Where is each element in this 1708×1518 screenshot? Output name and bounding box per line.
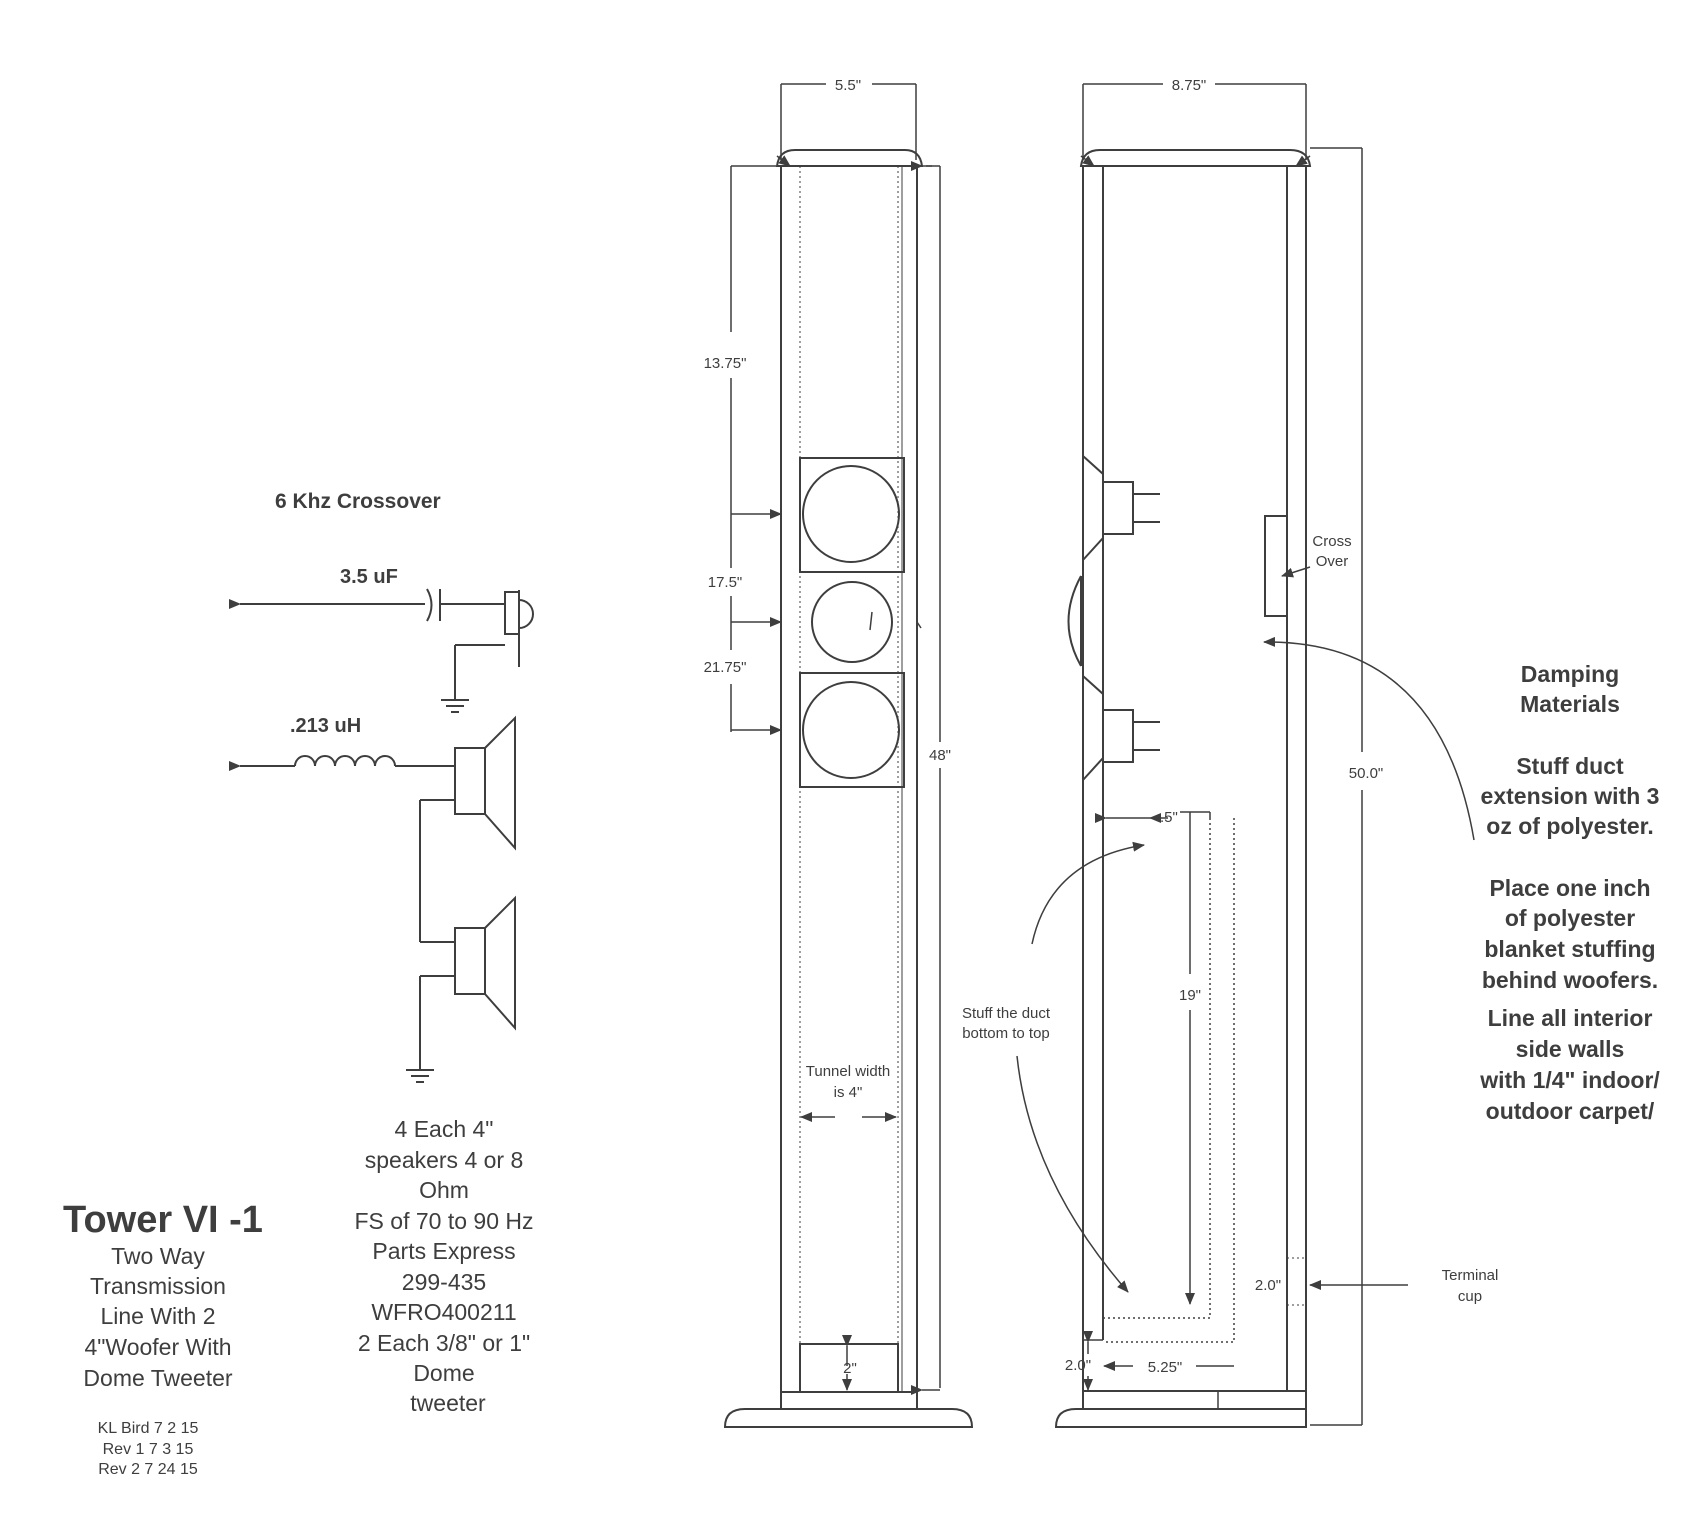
dim-woofer-upper: 13.75" [704,355,747,372]
port-dim: 2" [843,1360,857,1377]
front-plinth [723,1408,974,1428]
front-view: 5.5" 13.75" 17.5" 21.75" 48" [704,77,974,1428]
ground-icon [441,699,469,713]
stuff-duct-note: bottom to top [962,1025,1050,1042]
capacitor-plate-curved [426,588,433,622]
stuff-duct-note: Stuff the duct [962,1005,1051,1022]
damping-title: Materials [1520,691,1620,717]
inductor-label: .213 uH [290,715,361,737]
side-woofer-lower [1082,675,1160,781]
side-height-dim: 50.0" [1349,765,1384,782]
damping-note-line: Place one inch [1489,875,1650,901]
tower-subtitle-line: 4"Woofer With [84,1334,231,1360]
parts-list: 4 Each 4" speakers 4 or 8 Ohm FS of 70 t… [355,1116,534,1416]
ground-icon [406,1069,434,1083]
offset-dim: .5" [1160,809,1178,826]
parts-line: 4 Each 4" [395,1116,494,1142]
damping-note-line: behind woofers. [1482,967,1658,993]
crossover-title: 6 Khz Crossover [275,490,441,513]
damping-note-line: Line all interior [1488,1005,1653,1031]
parts-line: FS of 70 to 90 Hz [355,1208,534,1234]
tower-subtitle-line: Dome Tweeter [83,1365,232,1391]
front-woofer-upper [799,457,905,573]
revision-line: KL Bird 7 2 15 [98,1420,199,1437]
front-woofer-lower [799,672,905,788]
base-dim: 5.25" [1148,1359,1183,1376]
crossover-board [1264,515,1288,617]
crossover-schematic: 6 Khz Crossover 3.5 uF .213 uH [229,490,534,1083]
woofer-speaker-icon [454,715,516,851]
parts-line: WFRO400211 [371,1299,516,1325]
parts-line: Dome [413,1360,474,1386]
damping-note-line: blanket stuffing [1484,936,1655,962]
tower-subtitle-line: Two Way [111,1243,205,1269]
damping-note-line: of polyester [1505,905,1635,931]
parts-line: speakers 4 or 8 [365,1147,524,1173]
damping-note-line: with 1/4" indoor/ [1479,1067,1660,1093]
tower-subtitle-line: Transmission [90,1273,226,1299]
front-tweeter [811,581,893,663]
side-tweeter [1067,575,1082,667]
dim-woofer-lower: 21.75" [704,659,747,676]
damping-note-line: Stuff duct [1516,753,1624,779]
revision-line: Rev 1 7 3 15 [103,1441,194,1458]
inductor-coil [294,755,396,767]
revision-line: Rev 2 7 24 15 [98,1461,198,1478]
damping-note-line: outdoor carpet/ [1486,1098,1655,1124]
parts-line: 2 Each 3/8" or 1" [358,1330,530,1356]
tunnel-width-label: is 4" [834,1084,863,1101]
parts-line: 299-435 [402,1269,486,1295]
bottom-dim: 2.0" [1065,1357,1091,1374]
side-woofer-upper [1082,455,1160,561]
tower-title: Tower VI -1 [63,1199,263,1241]
tower-subtitle-line: Line With 2 [100,1303,215,1329]
parts-line: Ohm [419,1177,469,1203]
damping-title: Damping [1521,661,1619,687]
title-block: Tower VI -1 Two Way Transmission Line Wi… [63,1199,263,1478]
parts-line: Parts Express [372,1238,515,1264]
duct-length-dim: 19" [1179,987,1201,1004]
capacitor-label: 3.5 uF [340,566,398,588]
parts-line: tweeter [410,1390,486,1416]
damping-notes: Damping Materials Stuff duct extension w… [1479,661,1660,1124]
damping-note-line: side walls [1516,1036,1625,1062]
side-width-dim: 8.75" [1172,77,1207,94]
crossover-board-label: Over [1316,553,1349,570]
terminal-cup-label: cup [1458,1288,1482,1305]
dim-tweeter: 17.5" [708,574,743,591]
damping-note-line: oz of polyester. [1486,813,1653,839]
damping-note-line: extension with 3 [1481,783,1660,809]
side-view: 8.75" Cross Over [962,77,1499,1428]
front-width-dim: 5.5" [835,77,861,94]
side-plinth [1054,1408,1307,1428]
terminal-cup-label: Terminal [1442,1267,1499,1284]
woofer-speaker-icon [454,895,516,1031]
crossover-board-label: Cross [1312,533,1351,550]
front-height-dim: 48" [929,747,951,764]
tunnel-width-label: Tunnel width [806,1063,891,1080]
terminal-dim: 2.0" [1255,1277,1281,1294]
